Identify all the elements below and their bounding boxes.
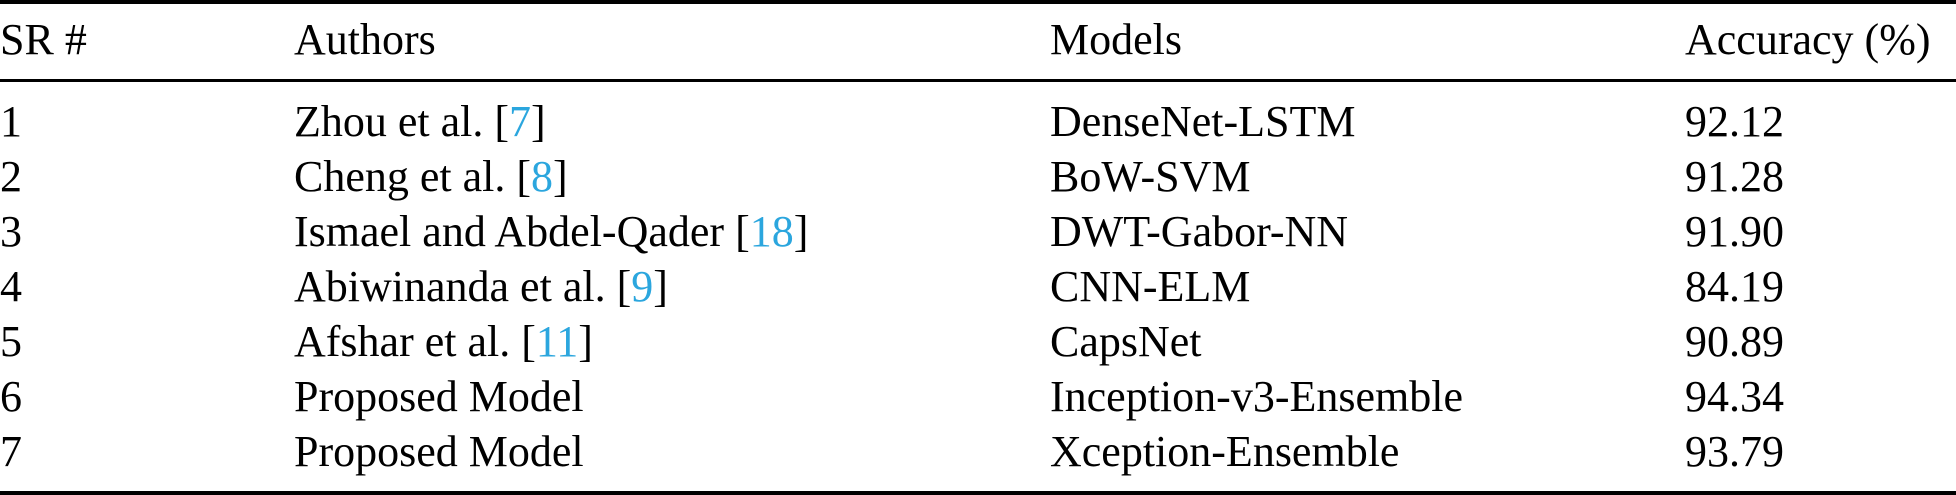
cell-sr: 4	[0, 261, 22, 311]
cell-accuracy: 93.79	[1685, 426, 1784, 476]
cell-models: BoW-SVM	[1050, 151, 1251, 201]
citation-number[interactable]: 8	[531, 151, 554, 201]
citation-bracket-close: ]	[793, 206, 809, 256]
citation-bracket-open: [	[521, 316, 536, 366]
citation-bracket-open: [	[494, 96, 510, 146]
cell-sr: 1	[0, 96, 22, 146]
citation-reference[interactable]: [8]	[516, 152, 567, 201]
citation-bracket-open: [	[735, 206, 750, 256]
citation-number[interactable]: 18	[749, 206, 794, 256]
citation-bracket-close: ]	[578, 316, 593, 366]
cell-models: CapsNet	[1050, 316, 1202, 366]
author-name: Afshar et al.	[294, 316, 511, 366]
author-name: Proposed Model	[294, 371, 584, 421]
author-name: Abiwinanda et al.	[294, 261, 606, 311]
cell-sr: 6	[0, 371, 22, 421]
author-name: Cheng et al.	[294, 151, 506, 201]
cell-sr: 3	[0, 206, 22, 256]
table-header-row: SR # Authors Models Accuracy (%)	[0, 0, 1956, 82]
citation-number[interactable]: 7	[509, 96, 532, 146]
column-header-sr: SR #	[0, 0, 294, 82]
cell-authors: Proposed Model	[294, 369, 1050, 424]
cell-authors: Cheng et al. [8]	[294, 149, 1050, 204]
table-row: 6 Proposed Model Inception-v3-Ensemble 94.3…	[0, 369, 1956, 424]
citation-reference[interactable]: [18]	[735, 207, 808, 256]
column-header-accuracy: Accuracy (%)	[1685, 0, 1956, 82]
citation-number[interactable]: 11	[535, 316, 579, 366]
cell-accuracy: 84.19	[1685, 261, 1784, 311]
cell-accuracy: 91.90	[1685, 206, 1784, 256]
cell-accuracy: 92.12	[1685, 96, 1784, 146]
cell-authors: Zhou et al. [7]	[294, 81, 1050, 150]
cell-models: CNN-ELM	[1050, 261, 1251, 311]
citation-number[interactable]: 9	[631, 261, 654, 311]
table-row: 7 Proposed Model Xception-Ensemble 93.79	[0, 424, 1956, 493]
cell-models: Inception-v3-Ensemble	[1050, 371, 1463, 421]
cell-authors: Abiwinanda et al. [9]	[294, 259, 1050, 314]
author-name: Ismael and Abdel-Qader	[294, 206, 725, 256]
author-name: Proposed Model	[294, 426, 584, 476]
cell-accuracy: 94.34	[1685, 371, 1784, 421]
column-header-authors: Authors	[294, 0, 1050, 82]
author-name: Zhou et al.	[294, 96, 484, 146]
cell-sr: 5	[0, 316, 22, 366]
table-header: SR # Authors Models Accuracy (%)	[0, 0, 1956, 82]
cell-sr: 7	[0, 426, 22, 476]
citation-bracket-close: ]	[531, 96, 546, 146]
citation-bracket-close: ]	[653, 261, 668, 311]
cell-authors: Ismael and Abdel-Qader [18]	[294, 204, 1050, 259]
cell-models: DenseNet-LSTM	[1050, 96, 1356, 146]
cell-authors: Afshar et al. [11]	[294, 314, 1050, 369]
citation-reference[interactable]: [9]	[617, 262, 668, 311]
column-header-models: Models	[1050, 0, 1685, 82]
cell-sr: 2	[0, 151, 22, 201]
cell-authors: Proposed Model	[294, 424, 1050, 493]
cell-accuracy: 91.28	[1685, 151, 1784, 201]
cell-accuracy: 90.89	[1685, 316, 1784, 366]
citation-bracket-open: [	[616, 261, 632, 311]
cell-models: Xception-Ensemble	[1050, 426, 1400, 476]
citation-reference[interactable]: [7]	[494, 97, 545, 146]
citation-reference[interactable]: [11]	[521, 317, 593, 366]
cell-models: DWT-Gabor-NN	[1050, 206, 1349, 256]
citation-bracket-open: [	[516, 151, 532, 201]
citation-bracket-close: ]	[553, 151, 568, 201]
